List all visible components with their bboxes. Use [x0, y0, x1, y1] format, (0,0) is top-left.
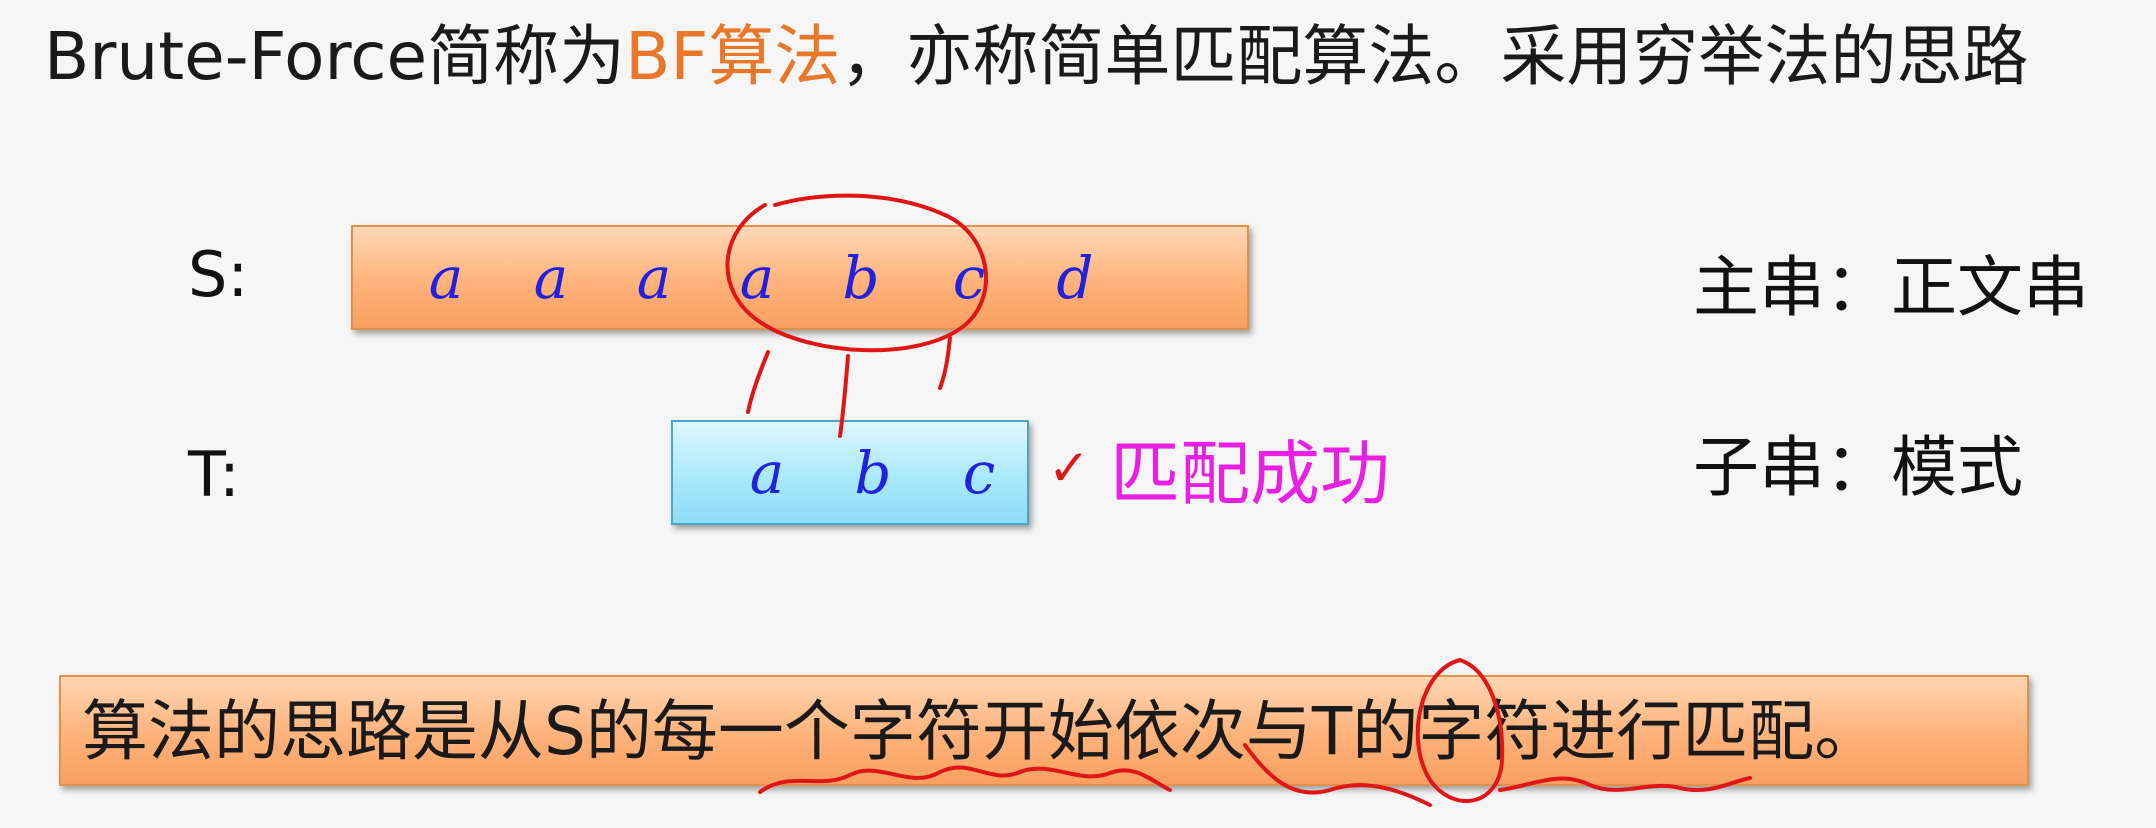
title-text-end: ，亦称简单匹配算法。采用穷举法的思路 — [840, 18, 2029, 95]
ink-link-a — [746, 350, 770, 414]
slide-title: Brute-Force简称为BF算法，亦称简单匹配算法。采用穷举法的思路 — [44, 12, 2028, 102]
main-char: c — [952, 244, 986, 312]
main-char: a — [533, 244, 569, 312]
title-text-start: Brute-Force简称为 — [44, 18, 626, 95]
main-char: a — [428, 244, 464, 312]
main-char: a — [739, 244, 775, 312]
title-highlight: BF算法 — [625, 18, 841, 95]
pattern-string-definition: 子串：模式 — [1693, 429, 2023, 506]
pattern-string-label: T: — [188, 438, 240, 511]
pattern-char: b — [854, 439, 892, 507]
main-string-box — [351, 225, 1249, 330]
check-icon: ✓ — [1048, 439, 1090, 497]
pattern-char: a — [749, 439, 785, 507]
main-char: b — [842, 244, 880, 312]
pattern-char: c — [962, 439, 996, 507]
match-success-label: 匹配成功 — [1110, 433, 1390, 515]
main-char: d — [1056, 244, 1094, 312]
pattern-string-box — [671, 420, 1029, 525]
ink-link-c — [938, 336, 952, 390]
main-char: a — [636, 244, 672, 312]
summary-text: 算法的思路是从S的每一个字符开始依次与T的字符进行匹配。 — [82, 693, 1881, 770]
main-string-label: S: — [188, 238, 249, 311]
main-string-definition: 主串：正文串 — [1693, 249, 2089, 326]
